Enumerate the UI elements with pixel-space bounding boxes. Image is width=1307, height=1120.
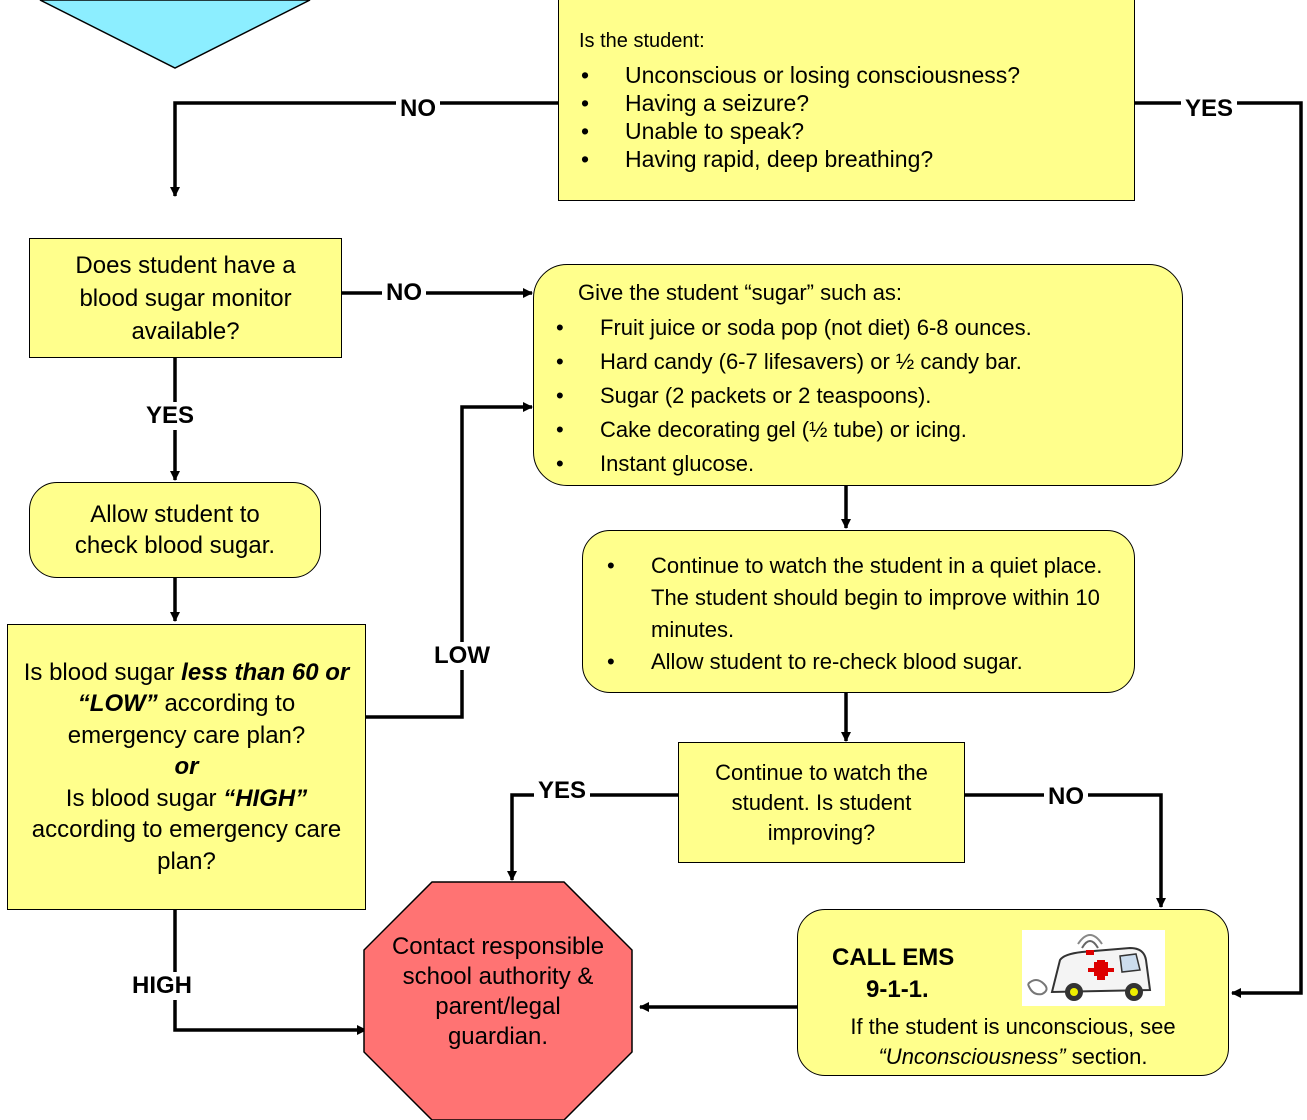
sugar-heading: Give the student “sugar” such as: [578, 280, 903, 305]
ems-box: CALL EMS 9-1-1. If the student is uncons… [797, 909, 1229, 1076]
label-no-improve: NO [1044, 783, 1088, 811]
watch-box: Continue to watch the student in a quiet… [582, 530, 1135, 693]
sugar-item: Instant glucose. [534, 450, 1172, 477]
improve-text: Continue to watch the student. Is studen… [715, 759, 928, 845]
label-yes-question: YES [1181, 95, 1238, 123]
sugar-box: Give the student “sugar” such as: Fruit … [533, 264, 1183, 486]
monitor-text: Does student have a blood sugar monitor … [75, 251, 296, 345]
question-box: Is the student: Unconscious or losing co… [558, 0, 1135, 201]
monitor-box: Does student have a blood sugar monitor … [29, 238, 342, 358]
check-box: Allow student to check blood sugar. [29, 482, 321, 578]
question-item: Unable to speak? [559, 117, 1124, 145]
start-diamond [39, 0, 311, 69]
label-yes-monitor: YES [142, 402, 199, 430]
arrow-no-question [170, 101, 558, 197]
check-text: Allow student to check blood sugar. [74, 501, 276, 559]
watch-item: Continue to watch the student in a quiet… [585, 550, 1118, 646]
question-item: Unconscious or losing consciousness? [559, 61, 1124, 89]
arrow-no-improve [965, 793, 1166, 908]
or-text: or [174, 753, 199, 781]
sugar-item: Cake decorating gel (½ tube) or icing. [534, 416, 1172, 443]
sugar-item: Fruit juice or soda pop (not diet) 6-8 o… [534, 314, 1172, 341]
sugar-item: Sugar (2 packets or 2 teaspoons). [534, 382, 1172, 409]
low-threshold-text: less than 60 or “LOW” [77, 658, 350, 718]
arrow-low [366, 402, 533, 719]
label-yes-improve: YES [534, 777, 591, 805]
level-question-low: Is blood sugar less than 60 or “LOW” acc… [23, 658, 350, 749]
label-no-question: NO [396, 95, 440, 123]
ambulance-icon [1022, 930, 1165, 1006]
level-question-high: Is blood sugar “HIGH” according to emerg… [31, 784, 342, 875]
improve-box: Continue to watch the student. Is studen… [678, 742, 965, 863]
question-item: Having rapid, deep breathing? [559, 145, 1124, 173]
arrow-high [173, 910, 367, 1035]
high-threshold-text: “HIGH” [223, 784, 308, 812]
ems-note: If the student is unconscious, see “Unco… [850, 1014, 1176, 1069]
ems-title: CALL EMS 9-1-1. [832, 944, 955, 1003]
arrow-yes-improve [507, 793, 678, 881]
question-item: Having a seizure? [559, 89, 1124, 117]
label-high: HIGH [128, 972, 196, 1000]
sugar-item: Hard candy (6-7 lifesavers) or ½ candy b… [534, 348, 1172, 375]
label-no-monitor: NO [382, 279, 426, 307]
watch-item: Allow student to re-check blood sugar. [585, 646, 1118, 678]
level-box: Is blood sugar less than 60 or “LOW” acc… [7, 624, 366, 910]
contact-text: Contact responsible school authority & p… [391, 933, 605, 1050]
label-low: LOW [430, 642, 494, 670]
question-heading: Is the student: [579, 30, 705, 52]
contact-octagon [363, 881, 633, 1120]
contact-text-wrap: Contact responsible school authority & p… [380, 904, 616, 1080]
